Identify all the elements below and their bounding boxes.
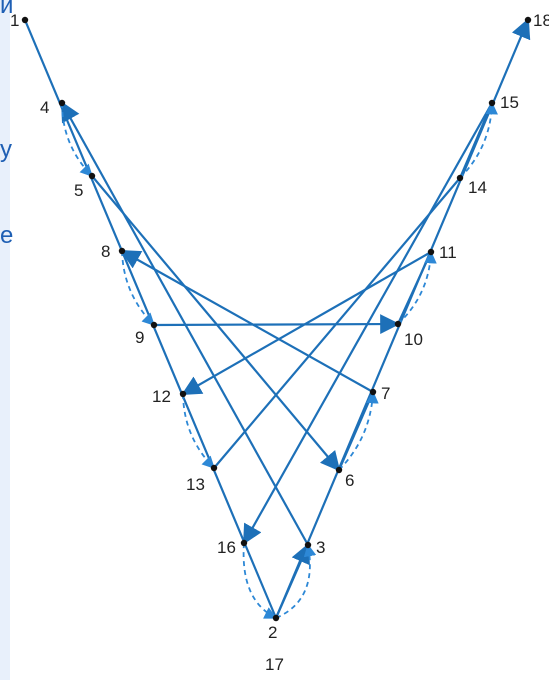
point-dot-4 xyxy=(58,99,66,107)
solid-edges xyxy=(23,18,531,619)
dashed-edge-10-11 xyxy=(397,250,437,325)
dashed-edges xyxy=(61,101,498,619)
point-labels: 1 2 3 4 5 6 7 8 9 10 11 12 13 14 15 16 1… xyxy=(10,11,549,674)
cropped-side-text: й у е xyxy=(0,0,20,680)
point-label-8: 8 xyxy=(101,242,110,261)
dashed-edge-8-9 xyxy=(121,250,155,326)
point-label-7: 7 xyxy=(381,384,390,403)
point-label-3: 3 xyxy=(316,538,325,557)
point-dot-2 xyxy=(272,614,280,622)
left-edge-strip xyxy=(0,0,10,680)
point-dot-14 xyxy=(456,174,464,182)
point-label-13: 13 xyxy=(186,475,205,494)
edge-13-14 xyxy=(213,177,461,469)
point-dot-9 xyxy=(150,321,158,329)
edge-7-8 xyxy=(120,250,374,393)
point-dot-5 xyxy=(88,172,96,180)
point-label-18: 18 xyxy=(533,11,549,30)
point-dot-3 xyxy=(304,541,312,549)
dashed-edge-4-5 xyxy=(61,102,93,177)
point-label-11: 11 xyxy=(439,243,457,262)
point-label-2: 2 xyxy=(268,623,277,642)
point-dot-18 xyxy=(524,16,532,24)
point-dot-11 xyxy=(427,248,435,256)
point-label-4: 4 xyxy=(40,98,49,117)
point-dot-12 xyxy=(179,390,187,398)
edge-17-18 xyxy=(274,18,531,619)
point-dot-15 xyxy=(488,99,496,107)
edge-11-12 xyxy=(181,251,432,395)
point-label-16: 16 xyxy=(217,538,236,557)
edge-1-2 xyxy=(23,19,278,619)
side-text-fragment-3: е xyxy=(0,222,14,249)
side-text-fragment-2: у xyxy=(0,136,12,163)
point-label-6: 6 xyxy=(345,471,354,490)
side-text-fragment-1: й xyxy=(0,0,14,19)
point-dot-8 xyxy=(118,247,126,255)
point-label-5: 5 xyxy=(74,181,83,200)
point-dot-10 xyxy=(394,320,402,328)
point-label-15: 15 xyxy=(500,93,519,112)
point-dot-7 xyxy=(369,388,377,396)
point-label-14: 14 xyxy=(468,178,487,197)
point-label-9: 9 xyxy=(135,328,144,347)
dashed-edge-12-13 xyxy=(182,393,215,469)
dashed-edge-14-15 xyxy=(459,101,498,179)
dashed-edge-16-17 xyxy=(242,542,278,619)
point-label-17: 17 xyxy=(265,655,284,674)
point-dots xyxy=(21,16,532,622)
dashed-edge-2-3 xyxy=(275,543,317,619)
edge-9-10 xyxy=(153,314,400,334)
edge-5-6 xyxy=(91,175,341,472)
edge-15-16 xyxy=(243,102,493,545)
point-label-1: 1 xyxy=(10,11,19,30)
point-dot-16 xyxy=(240,539,248,547)
point-dot-13 xyxy=(210,464,218,472)
point-dot-1 xyxy=(21,16,29,24)
point-dot-6 xyxy=(335,466,343,474)
point-label-10: 10 xyxy=(404,330,423,349)
point-label-12: 12 xyxy=(152,387,171,406)
